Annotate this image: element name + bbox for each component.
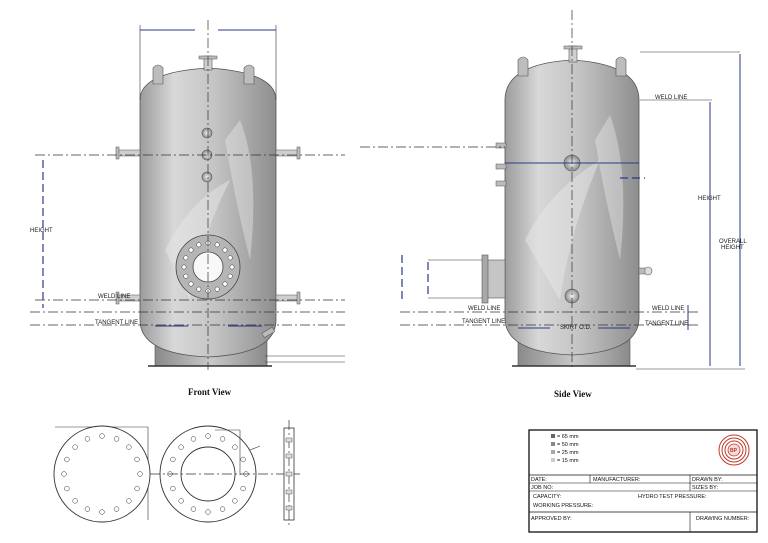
manway-bolt-hole [181,264,187,270]
legend-item-3: = 25 mm [557,450,579,456]
front-lifting-lug-right [243,64,255,85]
weld-neck-flange-bolt-hole [205,433,211,439]
blind-flange-bolt-hole [113,436,120,442]
manway-bolt-hole [183,273,189,279]
flange-section-bolt [285,453,293,459]
blind-flange-bolt-hole [137,471,143,477]
blind-flange-bolt-hole [72,444,78,450]
legend-item-1: = 65 mm [557,434,579,440]
manway-bolt-hole [214,286,220,292]
legend-item-2: = 50 mm [557,442,579,448]
blind-flange-bolt-hole [134,456,140,463]
blind-flange-bolt-hole [126,444,132,450]
manway-bolt-hole [222,247,228,253]
weld-neck-flange-bolt-hole [170,485,176,492]
front-height-label: HEIGHT [30,228,53,234]
blind-flange-bolt-hole [113,506,120,512]
legend-item-4: = 15 mm [557,458,579,464]
blind-flange-bolt-hole [84,436,91,442]
title-block [528,429,758,533]
job-no-label: JOB NO: [531,485,553,491]
front-tangent-line-label: TANGENT LINE [95,320,138,326]
weld-neck-flange-bolt-hole [190,436,197,442]
manway-bolt-hole [227,273,233,279]
working-pressure-label: WORKING PRESSURE: [533,503,594,509]
sizes-by-label: SIZES BY: [692,485,718,491]
front-manway-bolts [181,240,235,294]
company-logo [718,434,750,466]
manufacturer-label: MANUFACTURER: [593,477,641,483]
flange-section-bolt [285,489,293,495]
side-height-label: HEIGHT [698,196,721,202]
blind-flange-bolt-hole [134,485,140,492]
flange-section-bolt [285,471,293,477]
blind-flange-bolt-hole [99,433,105,439]
blind-flange-bolt-hole [84,506,91,512]
weld-neck-flange-bolt-hole [240,485,246,492]
weld-neck-flange-bolt-hole [219,436,226,442]
manway-bolt-hole [196,286,202,292]
blind-flange-bolt-hole [126,498,132,504]
weld-neck-flange-bolt-hole [232,498,238,504]
flange-section-bolt [285,505,293,511]
side-view [360,10,745,370]
blind-flange-bolt-hole [64,456,70,463]
side-overall-height-label: HEIGHT [721,245,744,251]
blind-flange-bolt-hole [64,485,70,492]
front-nozzle-3 [201,171,213,183]
blind-flange-bolt-hole [72,498,78,504]
logo-text: BP [730,448,738,454]
manway-bolt-hole [214,242,220,248]
manway-bolt-hole [227,255,233,261]
side-view-caption: Side View [554,389,592,399]
front-view-caption: Front View [188,387,232,397]
weld-neck-flange-bolt-hole [219,506,226,512]
approved-by-label: APPROVED BY: [531,516,572,522]
manway-bolt-hole [188,281,194,287]
weld-neck-flange-bolt-hole [178,444,184,450]
hydro-test-label: HYDRO TEST PRESSURE: [638,494,707,500]
side-skirt-od-label: SKIRT O.D. [560,325,592,331]
date-label: DATE: [531,477,547,483]
manway-bolt-hole [188,247,194,253]
weld-neck-flange-bolt-hole [190,506,197,512]
blind-flange-bolt-hole [61,471,67,477]
front-lifting-lug-left [152,64,164,85]
front-view [30,20,345,370]
capacity-label: CAPACITY: [533,494,562,500]
weld-neck-flange-bolt-hole [232,444,238,450]
side-tangent-line-right-label: TANGENT LINE [645,321,688,327]
side-weld-line-right-label: WELD LINE [652,306,684,312]
manway-bolt-hole [222,281,228,287]
side-manway-flange [481,254,489,304]
weld-neck-flange-bolt-hole [170,456,176,463]
side-manway-neck [486,259,506,299]
manway-bolt-hole [196,242,202,248]
front-side-nozzles [115,146,301,305]
blind-flange-bolt-hole [99,509,105,515]
manway-bolt-hole [183,255,189,261]
blind-flange [53,425,151,523]
side-overall-label: OVERALL [719,239,747,245]
front-weld-line-label: WELD LINE [98,294,130,300]
front-nozzle-1 [201,127,213,139]
side-weld-line-left-label: WELD LINE [468,306,500,312]
weld-neck-flange-bolt-hole [178,498,184,504]
side-tangent-line-left-label: TANGENT LINE [462,319,505,325]
weld-neck-flange-bolt-hole [240,456,246,463]
manway-bolt-hole [229,264,235,270]
drawn-by-label: DRAWN BY: [692,477,723,483]
flange-section-bolt [285,437,293,443]
drawing-number-label: DRAWING NUMBER: [696,516,750,522]
side-weld-line-top-label: WELD LINE [655,95,687,101]
flange-details [53,420,300,528]
weld-neck-flange-bolt-hole [205,509,211,515]
